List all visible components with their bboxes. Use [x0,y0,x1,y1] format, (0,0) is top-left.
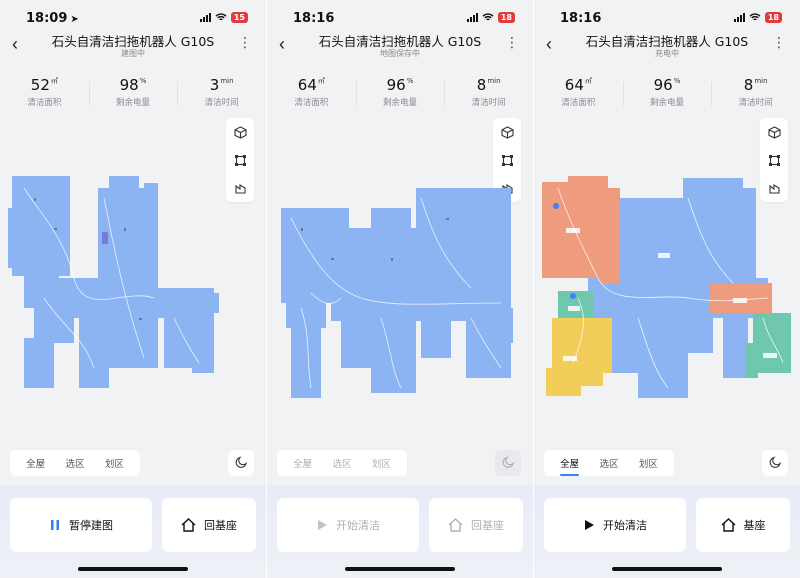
app-header: ‹ 石头自清洁扫拖机器人 G10S 建图中 ⋮ [0,28,266,64]
signal-icon [199,13,211,22]
tab-select-room[interactable]: 选区 [332,459,352,470]
area-select-icon[interactable] [760,146,788,174]
home-icon [448,518,463,532]
clean-mode-tabs: 全屋 选区 划区 [277,450,407,476]
wifi-icon [482,13,494,21]
play-icon [318,520,327,530]
clean-mode-tabs: 全屋 选区 划区 [10,450,140,476]
battery-icon: 18 [764,12,782,23]
home-indicator [345,567,455,571]
status-icons: 18 [466,12,515,23]
back-chevron-icon[interactable]: ‹ [546,34,552,54]
pause-icon [51,520,59,530]
battery-icon: 18 [497,12,515,23]
start-cleaning-button[interactable]: 开始清洁 [277,498,419,552]
home-icon [181,518,196,532]
moon-icon[interactable] [495,450,521,476]
device-title: 石头自清洁扫拖机器人 G10S [318,34,482,49]
wall-edit-icon[interactable] [493,174,521,202]
moon-icon[interactable] [762,450,788,476]
home-icon [721,518,735,532]
floor-map[interactable] [538,168,796,408]
return-dock-button[interactable]: 回基座 [429,498,523,552]
start-cleaning-button[interactable]: 开始清洁 [544,498,686,552]
tab-select-room[interactable]: 选区 [599,459,619,470]
tab-draw-zone[interactable]: 划区 [104,459,124,470]
more-dots-icon[interactable]: ⋮ [238,34,252,50]
status-bar: 18:16 18 [534,0,800,36]
device-status: 地图保存中 [380,49,420,58]
action-panel: 开始清洁 基座 [534,485,800,578]
stat-battery: 96%剩余电量 [622,76,712,112]
map-toolbox [760,118,788,202]
home-indicator [78,567,188,571]
clean-mode-tabs: 全屋 选区 划区 [544,450,674,476]
map-toolbox [226,118,254,202]
battery-icon: 15 [230,12,248,23]
back-chevron-icon[interactable]: ‹ [279,34,285,54]
area-select-icon[interactable] [493,146,521,174]
status-icons: 15 [199,12,248,23]
tab-select-room[interactable]: 选区 [65,459,85,470]
return-dock-button[interactable]: 回基座 [162,498,256,552]
tab-whole-house[interactable]: 全屋 [26,459,46,470]
device-title: 石头自清洁扫拖机器人 G10S [51,34,215,49]
more-dots-icon[interactable]: ⋮ [772,34,786,50]
app-header: ‹ 石头自清洁扫拖机器人 G10S 地图保存中 ⋮ [267,28,533,64]
tab-draw-zone[interactable]: 划区 [371,459,391,470]
status-time: 18:16 [560,11,602,26]
dock-button[interactable]: 基座 [696,498,790,552]
stat-battery: 98%剩余电量 [88,76,178,112]
tab-draw-zone[interactable]: 划区 [638,459,658,470]
pause-mapping-button[interactable]: 暂停建图 [10,498,152,552]
tab-whole-house[interactable]: 全屋 [293,459,313,470]
app-header: ‹ 石头自清洁扫拖机器人 G10S 充电中 ⋮ [534,28,800,64]
device-status: 充电中 [655,49,679,58]
area-select-icon[interactable] [226,146,254,174]
wall-edit-icon[interactable] [226,174,254,202]
moon-icon[interactable] [228,450,254,476]
cube-3d-icon[interactable] [226,118,254,146]
cube-3d-icon[interactable] [760,118,788,146]
location-arrow-icon: ➤ [70,14,79,25]
tab-whole-house[interactable]: 全屋 [560,456,580,476]
play-icon [585,520,594,530]
stat-battery: 96%剩余电量 [355,76,445,112]
status-time: 18:16 [293,11,335,26]
status-icons: 18 [733,12,782,23]
signal-icon [733,13,745,22]
floor-map[interactable] [4,168,262,408]
status-time: 18:09➤ [26,11,79,26]
home-indicator [612,567,722,571]
status-bar: 18:16 18 [267,0,533,36]
signal-icon [466,13,478,22]
wall-edit-icon[interactable] [760,174,788,202]
floor-map[interactable] [271,168,529,408]
back-chevron-icon[interactable]: ‹ [12,34,18,54]
wifi-icon [215,13,227,21]
cube-3d-icon[interactable] [493,118,521,146]
status-bar: 18:09➤ 15 [0,0,266,36]
wifi-icon [749,13,761,21]
action-panel: 暂停建图 回基座 [0,485,266,578]
device-title: 石头自清洁扫拖机器人 G10S [585,34,749,49]
device-status: 建图中 [121,49,145,58]
more-dots-icon[interactable]: ⋮ [505,34,519,50]
action-panel: 开始清洁 回基座 [267,485,533,578]
